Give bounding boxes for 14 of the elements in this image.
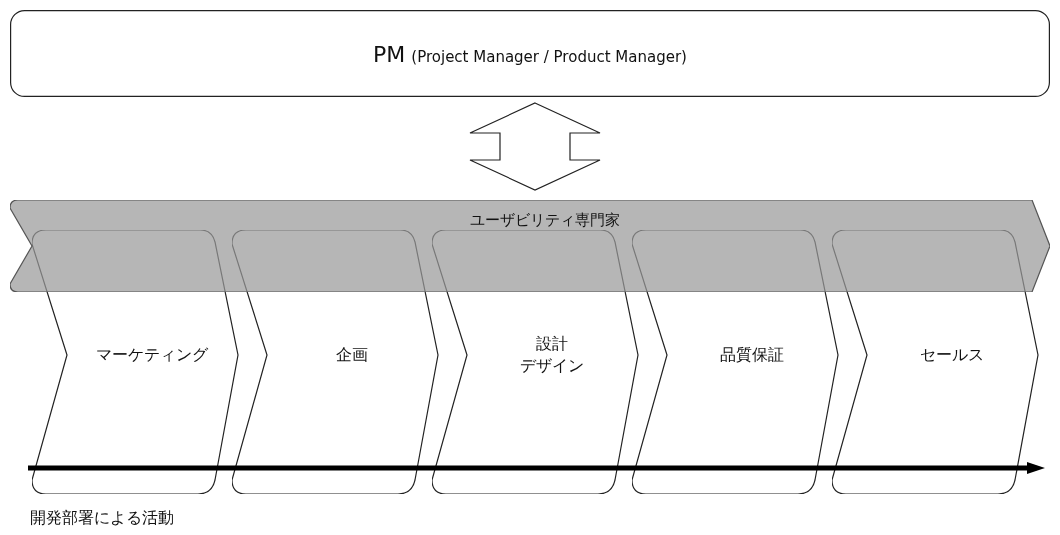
process-label: 設計 (536, 334, 568, 354)
expert-band (10, 200, 1050, 292)
process-label: 企画 (336, 345, 368, 365)
timeline-arrow (28, 462, 1045, 474)
process-label: マーケティング (96, 345, 208, 365)
process-label: 品質保証 (720, 345, 784, 365)
band-label: ユーザビリティ専門家 (470, 210, 620, 230)
process-label: セールス (920, 345, 984, 365)
timeline-caption: 開発部署による活動 (30, 508, 174, 529)
manager-box (10, 10, 1050, 97)
role-abbreviation: PM (373, 40, 406, 69)
double-arrow (469, 102, 601, 191)
process-label: デザイン (520, 356, 584, 376)
role-description: (Project Manager / Product Manager) (411, 47, 687, 67)
